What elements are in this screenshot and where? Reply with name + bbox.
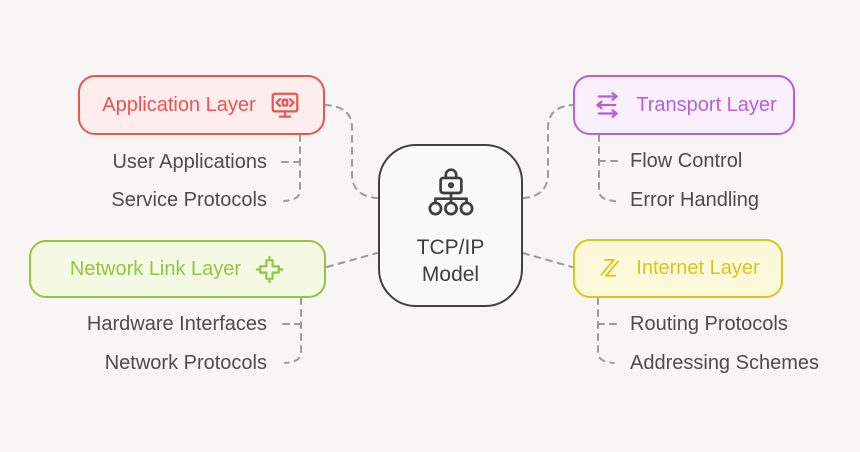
connector-application-to-center bbox=[324, 104, 378, 199]
connector-center-to-transport bbox=[522, 104, 574, 199]
code-monitor-icon bbox=[269, 89, 301, 121]
subitem-user-applications: User Applications bbox=[112, 151, 267, 173]
center-title-line2: Model bbox=[421, 262, 480, 286]
connector-internet-subitems bbox=[597, 297, 621, 364]
route-slashes-icon bbox=[596, 254, 623, 283]
transport-layer-label: Transport Layer bbox=[636, 93, 777, 116]
connector-network-link-subitems bbox=[279, 297, 302, 364]
subitem-addressing-schemes: Addressing Schemes bbox=[630, 352, 819, 374]
connector-application-subitems bbox=[280, 134, 301, 202]
network-link-layer-label: Network Link Layer bbox=[69, 257, 242, 280]
internet-layer-node: Internet Layer bbox=[573, 239, 783, 298]
subitem-error-handling: Error Handling bbox=[630, 189, 759, 211]
subitem-routing-protocols: Routing Protocols bbox=[630, 313, 788, 335]
transport-layer-node: Transport Layer bbox=[573, 75, 795, 135]
subitem-hardware-interfaces: Hardware Interfaces bbox=[86, 313, 267, 335]
subitem-network-protocols: Network Protocols bbox=[104, 352, 267, 374]
connector-network-link-to-center bbox=[326, 252, 378, 268]
tcpip-model-node: TCP/IP Model bbox=[378, 144, 523, 307]
center-title-line1: TCP/IP bbox=[416, 235, 485, 259]
internet-layer-label: Internet Layer bbox=[636, 257, 760, 279]
subitem-flow-control: Flow Control bbox=[630, 150, 743, 172]
lock-network-icon bbox=[425, 165, 477, 226]
network-node-icon bbox=[254, 254, 285, 285]
application-layer-node: Application Layer bbox=[78, 75, 325, 135]
application-layer-label: Application Layer bbox=[102, 93, 256, 116]
subitem-service-protocols: Service Protocols bbox=[111, 189, 267, 211]
network-link-layer-node: Network Link Layer bbox=[29, 240, 326, 298]
connector-transport-subitems bbox=[598, 134, 619, 202]
connector-center-to-internet bbox=[522, 252, 573, 268]
transfer-arrows-icon bbox=[591, 90, 623, 120]
